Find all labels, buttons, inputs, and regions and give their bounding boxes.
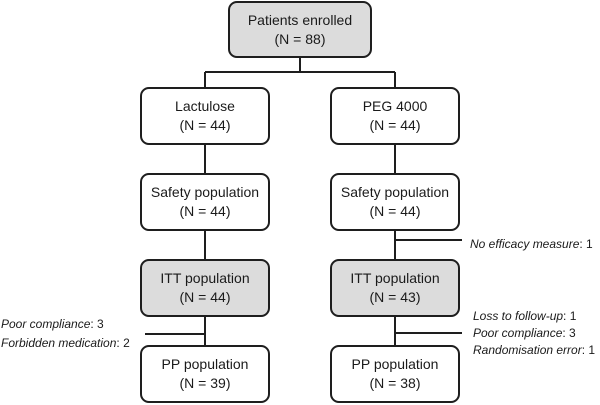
box-title: PP population: [351, 356, 439, 372]
box-count: (N = 44): [179, 117, 231, 133]
exclusion-reason: Randomisation error: [473, 343, 582, 357]
box-pp-right: PP population (N = 38): [330, 345, 460, 403]
exclusion-reason: No efficacy measure: [470, 237, 580, 251]
exclusion-count: : 3: [562, 326, 576, 340]
box-title: Lactulose: [175, 98, 235, 114]
exclusion-reason: Loss to follow-up: [473, 309, 564, 323]
exclusion-count: : 1: [581, 343, 596, 357]
box-count: (N = 88): [274, 30, 326, 47]
box-count: (N = 44): [369, 203, 421, 219]
box-count: (N = 44): [179, 289, 231, 305]
box-title: PEG 4000: [362, 98, 428, 114]
exclusion-right-poor-compliance: Poor compliance: 3: [473, 325, 576, 341]
box-count: (N = 44): [369, 117, 421, 133]
box-count: (N = 38): [369, 375, 421, 391]
exclusion-count: : 1: [563, 309, 577, 323]
box-itt-left: ITT population (N = 44): [140, 259, 270, 317]
box-title: Patients enrolled: [247, 11, 353, 28]
exclusion-count: : 3: [90, 317, 104, 331]
box-count: (N = 39): [179, 375, 231, 391]
box-title: ITT population: [160, 270, 250, 286]
box-title: Safety population: [340, 184, 450, 200]
box-safety-left: Safety population (N = 44): [140, 173, 270, 231]
exclusion-right-loss-follow-up: Loss to follow-up: 1: [473, 308, 576, 324]
exclusion-left-poor-compliance: Poor compliance: 3: [1, 316, 104, 332]
box-title: ITT population: [350, 270, 440, 286]
box-lactulose: Lactulose (N = 44): [140, 87, 270, 145]
box-peg-4000: PEG 4000 (N = 44): [330, 87, 460, 145]
exclusion-reason: Forbidden medication: [1, 336, 117, 350]
exclusion-reason: Poor compliance: [1, 317, 91, 331]
box-pp-left: PP population (N = 39): [140, 345, 270, 403]
exclusion-left-forbidden-medication: Forbidden medication: 2: [1, 335, 130, 351]
box-patients-enrolled: Patients enrolled (N = 88): [228, 1, 372, 58]
exclusion-count: : 2: [116, 336, 130, 350]
box-itt-right: ITT population (N = 43): [330, 259, 460, 317]
exclusion-count: : 1: [579, 237, 593, 251]
exclusion-right-randomisation-error: Randomisation error: 1: [473, 342, 595, 358]
box-count: (N = 44): [179, 203, 231, 219]
exclusion-no-efficacy: No efficacy measure: 1: [470, 236, 593, 252]
box-title: PP population: [161, 356, 249, 372]
box-title: Safety population: [150, 184, 260, 200]
exclusion-reason: Poor compliance: [473, 326, 563, 340]
box-count: (N = 43): [369, 289, 421, 305]
box-safety-right: Safety population (N = 44): [330, 173, 460, 231]
